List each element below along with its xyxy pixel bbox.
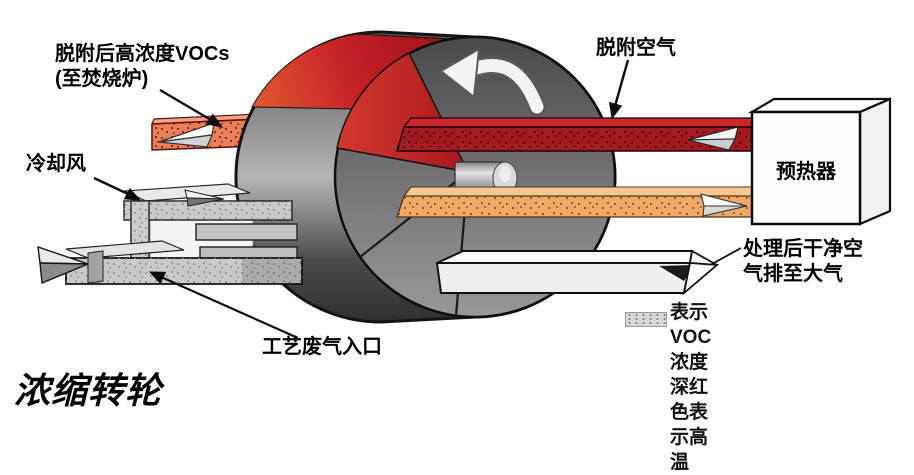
rotor-axle [454, 161, 518, 195]
duct-clean-air [435, 249, 720, 296]
label-preheater: 预热器 [776, 161, 836, 183]
flow-arrow-to-preheater-icon [700, 193, 748, 217]
preheater-front-face [750, 110, 862, 226]
pointer-desorption-air [608, 59, 630, 120]
duct-to-preheater [396, 186, 757, 218]
legend-line1: 表示VOC浓度 [670, 302, 712, 373]
legend-text: 表示VOC浓度 深红色表示高温 [670, 300, 711, 475]
cooling-duct-speckle [124, 201, 292, 220]
label-voc-outlet: 脱附后高浓度VOCs (至焚烧炉) [55, 42, 229, 92]
process-duct-shade [242, 258, 302, 284]
process-duct-endcap [87, 250, 104, 284]
voc-rotary-concentrator-diagram: 脱附后高浓度VOCs (至焚烧炉) 冷却风 工艺废气入口 脱附空气 预热器 处理… [14, 30, 892, 473]
label-voc-outlet-line1: 脱附后高浓度VOCs [55, 43, 230, 65]
orange-duct-speckle [397, 196, 754, 217]
label-cooling-air: 冷却风 [26, 153, 86, 175]
label-desorption-air: 脱附空气 [596, 37, 676, 59]
clean-duct-tip-front [682, 262, 720, 296]
preheater-box [747, 97, 892, 226]
callout-arrows [93, 59, 742, 340]
flow-arrow-to-rotor-icon [687, 126, 739, 151]
rotor-drum [234, 30, 617, 324]
legend-voc-swatch [625, 312, 667, 327]
label-clean-air-line2: 气排至大气 [743, 263, 843, 285]
duct-desorption-air [396, 117, 757, 152]
manifold-mid-arm [195, 223, 298, 241]
label-process-gas-inlet: 工艺废气入口 [262, 336, 382, 358]
label-clean-air-line1: 处理后干净空 [743, 238, 863, 260]
label-clean-air: 处理后干净空 气排至大气 [743, 237, 863, 287]
pointer-voc-outlet [159, 88, 224, 128]
clean-duct-top [436, 250, 694, 264]
preheater-right-face [858, 97, 892, 226]
label-voc-outlet-line2: (至焚烧炉) [55, 68, 149, 90]
duct-process-inlet [37, 240, 303, 285]
legend-line2: 深红色表示高温 [670, 377, 709, 473]
process-duct-speckle [66, 258, 302, 284]
duct-voc-outlet [151, 113, 260, 151]
flow-arrow-right-dark-icon [184, 189, 225, 207]
flow-arrow-left-icon [158, 122, 215, 148]
pointer-cooling-air [93, 176, 142, 201]
flow-arrow-inlet-icon [37, 245, 89, 285]
rotation-arrow-icon [439, 47, 546, 116]
clean-duct-tip-shadow [659, 265, 693, 281]
diagram-artwork [37, 30, 892, 340]
pointer-process-inlet [148, 271, 299, 340]
diagram-title: 浓缩转轮 [14, 370, 163, 411]
clean-duct-front [435, 262, 692, 294]
red-duct-top [402, 117, 757, 128]
pointer-clean-air [711, 247, 742, 265]
red-duct-speckle [397, 127, 754, 151]
